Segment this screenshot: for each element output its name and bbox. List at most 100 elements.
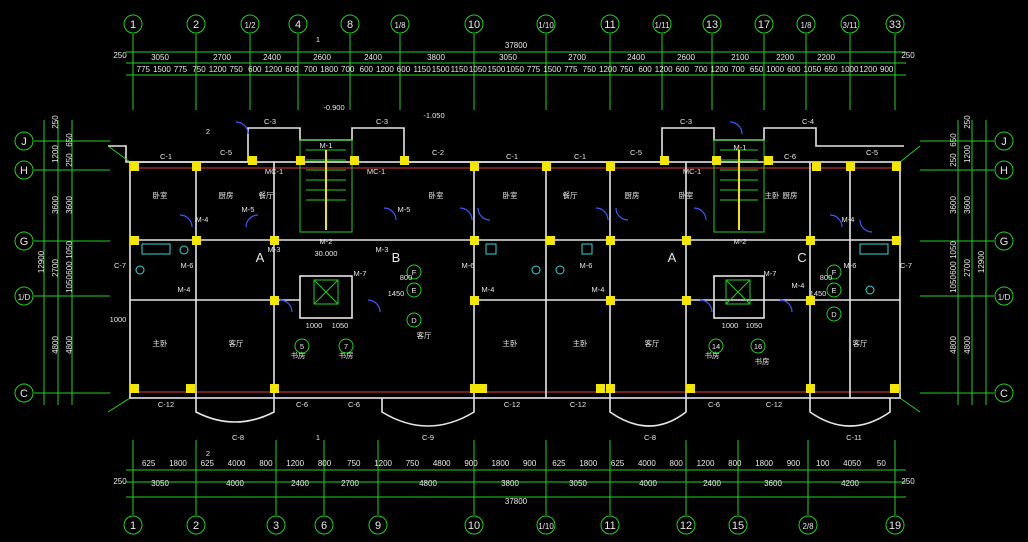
dimension-value: 2600 — [313, 53, 331, 62]
dimension-value: 700 — [304, 65, 318, 74]
svg-text:14: 14 — [712, 342, 720, 351]
dimension-value: 1200 — [286, 459, 304, 468]
dimension-value: 700 — [694, 65, 708, 74]
window-label: C-12 — [766, 400, 782, 409]
axis-bubble-bottom: 11 — [600, 515, 620, 535]
dimension-value: 2400 — [703, 479, 721, 488]
column — [682, 296, 691, 305]
axis-bubble-top: 1/8 — [796, 14, 816, 34]
dimension-value: 3050 — [151, 479, 169, 488]
window-label: C-3 — [680, 117, 692, 126]
dimension-value: 1800 — [579, 459, 597, 468]
detail-tag: 7 — [338, 338, 354, 354]
structural-columns — [130, 156, 901, 393]
dimension-value: 4000 — [228, 459, 246, 468]
axis-bubble-bottom: 19 — [885, 515, 905, 535]
column — [470, 296, 479, 305]
dimension-value: 250 — [113, 477, 127, 486]
dimension-value: 2400 — [364, 53, 382, 62]
column — [712, 156, 721, 165]
axis-bubble-bottom: 2/8 — [798, 515, 818, 535]
dimension-value: 50 — [877, 459, 886, 468]
axis-label: 12 — [680, 520, 692, 532]
dimension-value: 1050 — [65, 241, 74, 259]
dimension-value: 1200 — [209, 65, 227, 74]
dimension-value: 650 — [949, 133, 958, 147]
column — [542, 162, 551, 171]
door-label: MC-1 — [683, 167, 701, 176]
door-label: MC-1 — [367, 167, 385, 176]
dimension-value: 775 — [564, 65, 578, 74]
dimension-value: 1050 — [746, 321, 763, 330]
dimension-value: 4800 — [65, 336, 74, 354]
room-label: 书房 — [755, 356, 770, 366]
dimension-value: 2100 — [731, 53, 749, 62]
dimension-value: 600 — [676, 65, 690, 74]
dimension-value: 900 — [523, 459, 537, 468]
column — [270, 384, 279, 393]
axis-bubble-top: 13 — [702, 14, 722, 34]
axis-bubble-left: J — [14, 131, 34, 151]
window-label: C-5 — [630, 148, 642, 157]
dimension-value: 800 — [728, 459, 742, 468]
axis-label: 8 — [347, 19, 353, 31]
svg-text:D: D — [411, 316, 417, 325]
dimension-value: 4800 — [419, 479, 437, 488]
dimension-value: 1150 — [413, 65, 431, 74]
room-label: 客厅 — [229, 338, 244, 348]
column — [350, 156, 359, 165]
axis-bubble-top: 11 — [600, 14, 620, 34]
axis-label: G — [1000, 236, 1009, 248]
column — [892, 162, 901, 171]
room-label: 餐厅 — [259, 191, 274, 200]
door-label: M-3 — [268, 245, 281, 254]
room-label: 主卧 — [573, 338, 588, 348]
axis-label: 1/D — [998, 293, 1011, 302]
room-label: 主卧 — [153, 338, 168, 348]
axis-grid-lines — [34, 34, 994, 515]
dimension-value: 2400 — [263, 53, 281, 62]
dimension-value: 600 — [248, 65, 262, 74]
room-label: 厨房 — [219, 190, 234, 200]
column — [606, 162, 615, 171]
dimension-value: 1200 — [655, 65, 673, 74]
dimension-value: 1500 — [543, 65, 561, 74]
dimension-value: 650 — [750, 65, 764, 74]
axis-bubble-top: 1/2 — [240, 14, 260, 34]
axis-label: 1/8 — [800, 21, 812, 30]
dimension-value: 4800 — [963, 336, 972, 354]
room-label: 书房 — [339, 350, 354, 360]
window-label: C-6 — [296, 400, 308, 409]
door-label: MC-1 — [265, 167, 283, 176]
dimension-value: 3800 — [427, 53, 445, 62]
room-label: 客厅 — [417, 330, 432, 340]
window-label: C-6 — [784, 152, 796, 161]
dimension-value: 800 — [820, 273, 833, 282]
dimension-value: 250 — [51, 115, 60, 129]
dimension-value: 250 — [65, 153, 74, 167]
detail-tag: F — [406, 264, 422, 280]
dimension-value: 625 — [201, 459, 215, 468]
axis-bubble-top: 3/11 — [840, 14, 860, 34]
dimension-value: 3600 — [764, 479, 782, 488]
window-label: C-4 — [802, 117, 814, 126]
dimension-value: 2600 — [677, 53, 695, 62]
dimension-value: 600 — [360, 65, 374, 74]
dimension-value: 1450 — [388, 289, 405, 298]
dimension-value: 900 — [787, 459, 801, 468]
dimension-value: 650 — [824, 65, 838, 74]
dimension-value: 900 — [464, 459, 478, 468]
dimension-value: 625 — [142, 459, 156, 468]
axis-label: C — [20, 388, 28, 400]
dimension-value: 1000 — [110, 315, 127, 324]
svg-text:5: 5 — [300, 342, 304, 351]
column — [546, 236, 555, 245]
unit-letter: A — [256, 250, 265, 265]
dimension-value: 775 — [527, 65, 541, 74]
column — [686, 384, 695, 393]
column — [764, 156, 773, 165]
dimension-value: 600 — [787, 65, 801, 74]
dimension-value: 600 — [949, 261, 958, 275]
dimension-value: 1200 — [697, 459, 715, 468]
room-label: 厨房 — [783, 190, 798, 200]
